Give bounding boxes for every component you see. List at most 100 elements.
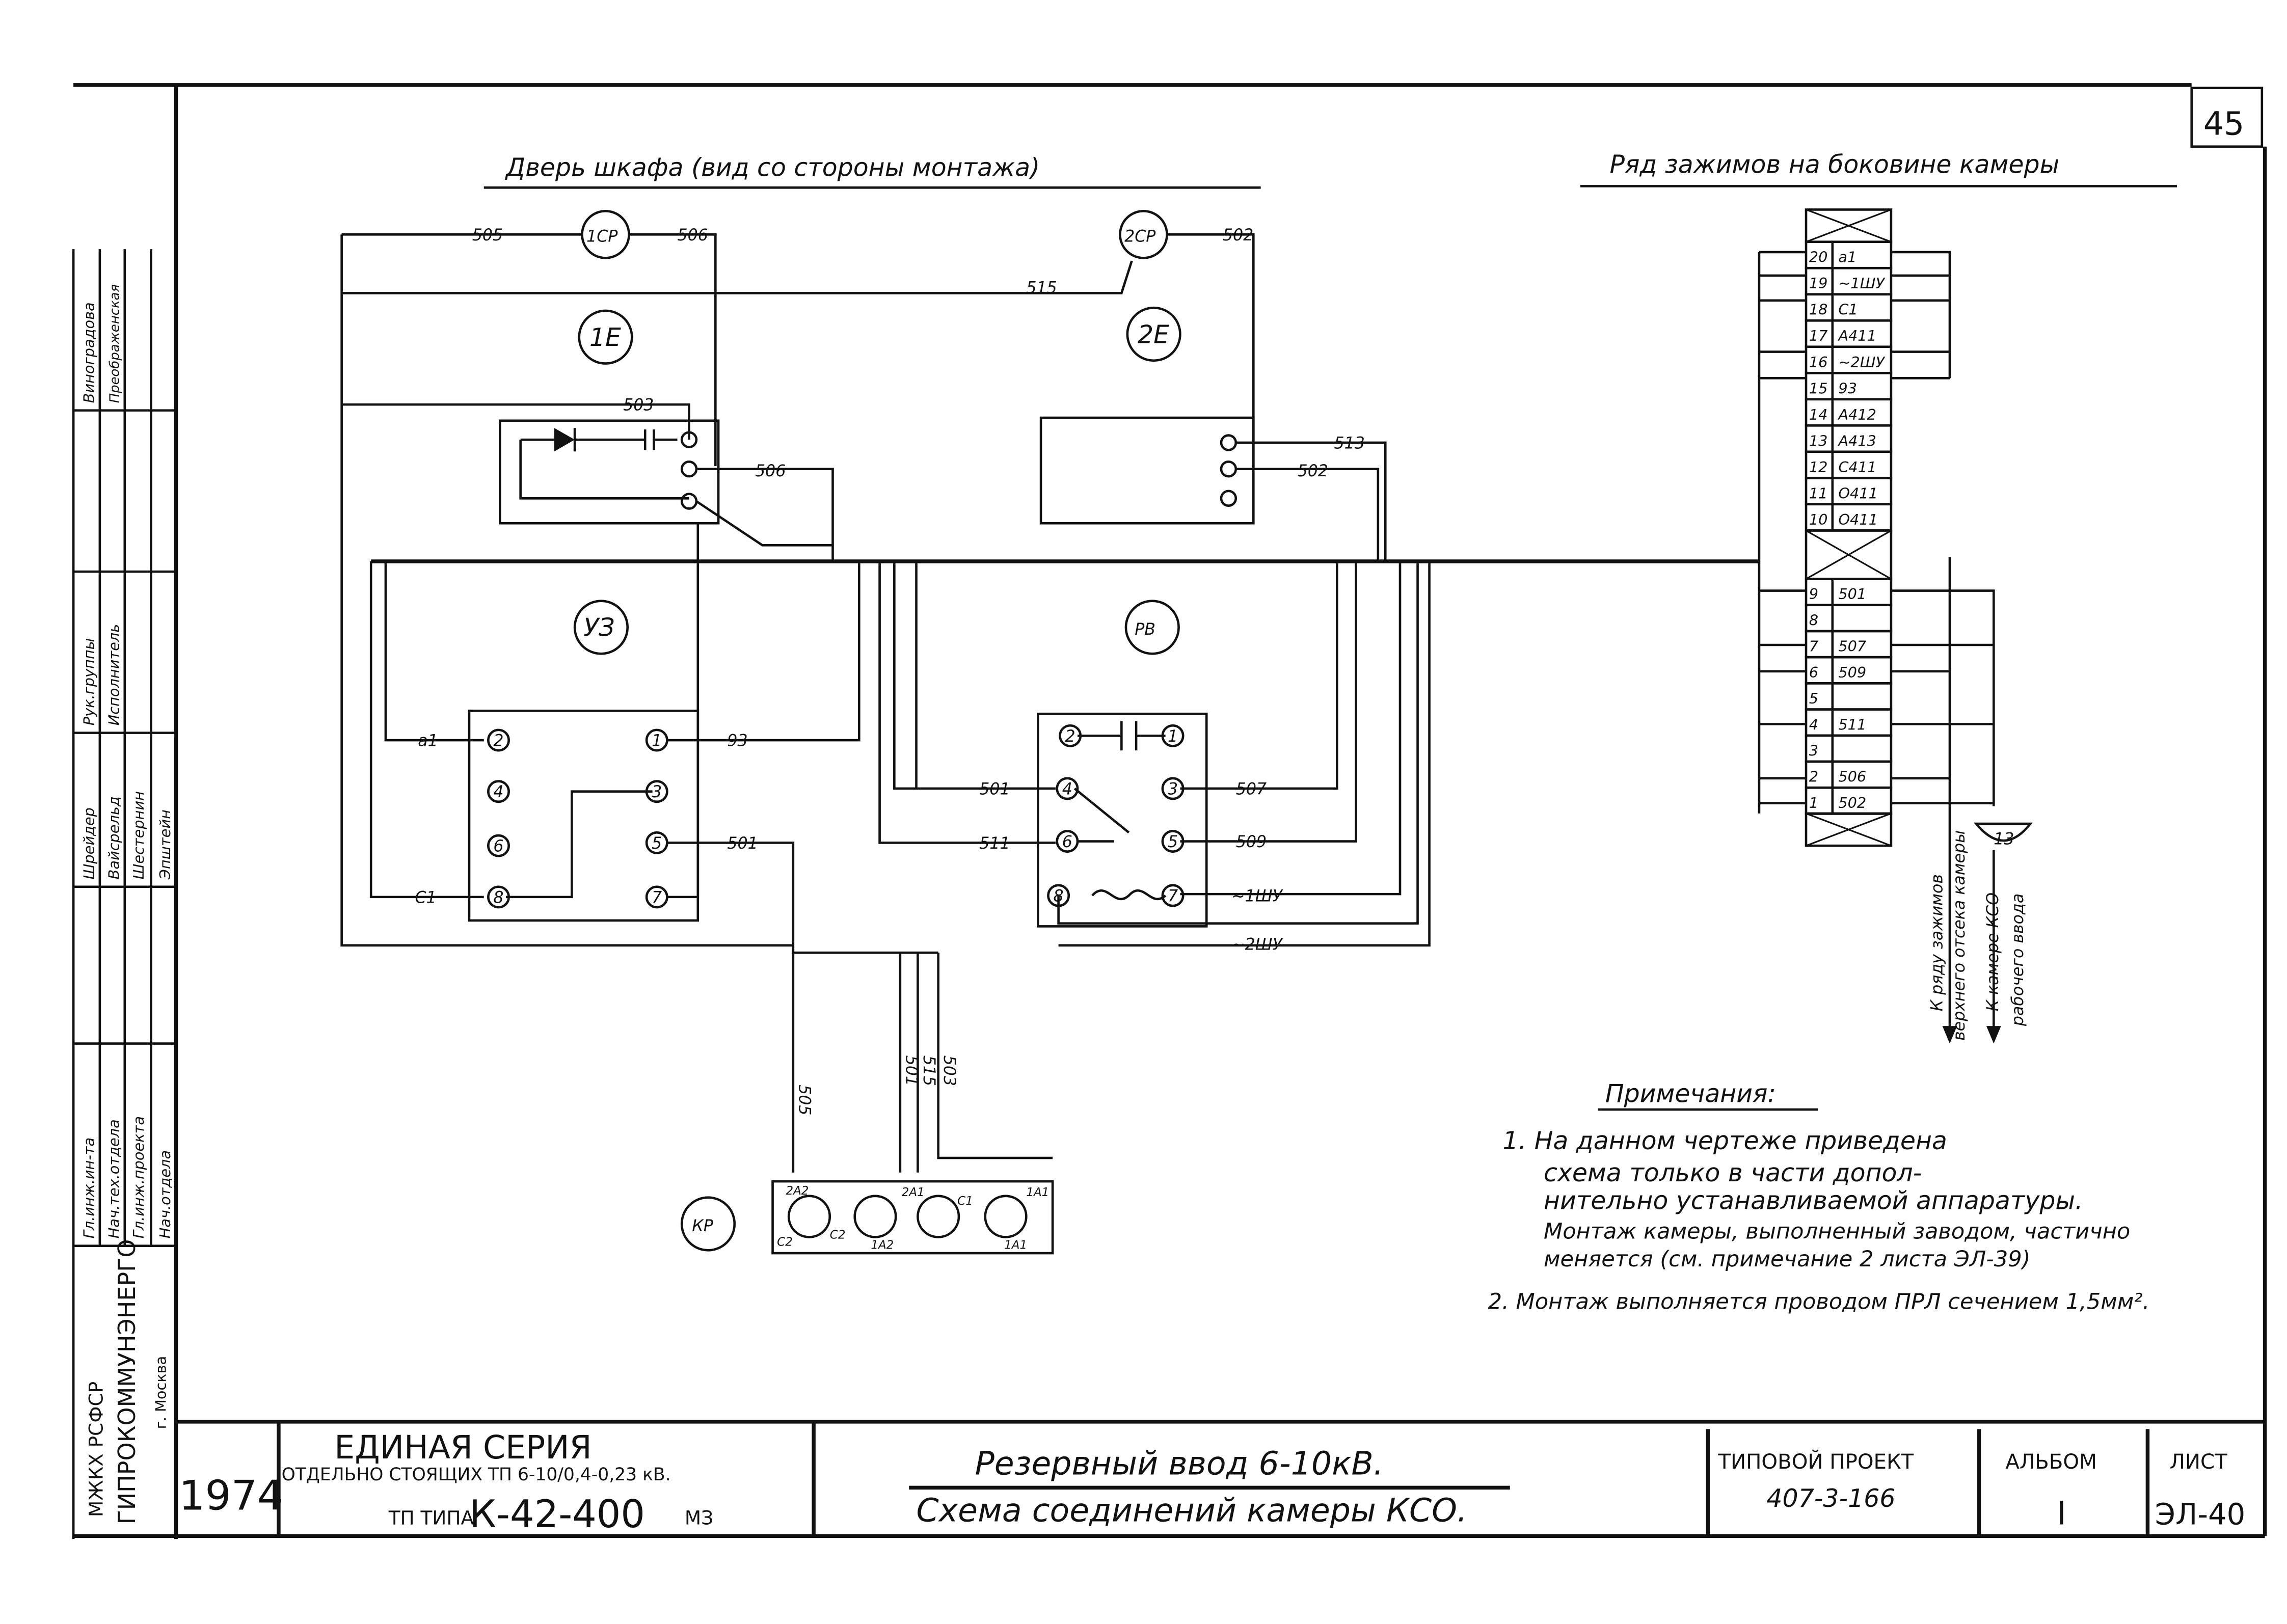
kp-terminal-label: 2А2	[786, 1184, 809, 1198]
u3-terminal-circle	[487, 834, 510, 857]
device-2e: 2Е	[1126, 306, 1181, 362]
svg-text:515: 515	[920, 1055, 938, 1086]
arrow-label-lower: К камере КСО рабочего ввода	[1984, 892, 2027, 1026]
terminal-row: 19~1ШУ	[1805, 266, 1893, 296]
series: ЕДИНАЯ СЕРИЯ	[334, 1428, 591, 1466]
svg-text:2. Монтаж выполняется проводом: 2. Монтаж выполняется проводом ПРЛ сечен…	[1488, 1289, 2150, 1314]
svg-text:502: 502	[1298, 462, 1328, 480]
svg-text:схема только в части допол-: схема только в части допол-	[1544, 1158, 1922, 1187]
u3-terminal-circle	[487, 885, 510, 909]
svg-text:515: 515	[1026, 279, 1057, 297]
terminal-number: 14	[1809, 406, 1828, 423]
svg-text:Вайсрельд: Вайсрельд	[105, 796, 122, 879]
u3-terminal-circle	[645, 780, 668, 803]
device-u3: УЗ	[573, 600, 629, 655]
svg-text:АЛЬБОМ: АЛЬБОМ	[2005, 1450, 2097, 1474]
svg-text:506: 506	[755, 462, 786, 480]
pb-terminal-label: 7	[1168, 887, 1178, 906]
project-number: 407-3-166	[1766, 1484, 1895, 1513]
svg-text:г. Москва: г. Москва	[152, 1356, 169, 1429]
title-block: 1974 ЕДИНАЯ СЕРИЯ ОТДЕЛЬНО СТОЯЩИХ ТП 6-…	[179, 1421, 2245, 1536]
svg-text:Примечания:: Примечания:	[1605, 1079, 1776, 1108]
terminal-row: 5	[1805, 682, 1893, 711]
svg-text:К ряду зажимов: К ряду зажимов	[1928, 874, 1947, 1011]
terminal-row: 8	[1805, 604, 1893, 633]
pb-terminal-label: 3	[1168, 780, 1178, 798]
u3-terminal-label: 3	[652, 783, 662, 801]
svg-text:~2ШУ: ~2ШУ	[1231, 935, 1283, 954]
u3-terminal-label: 7	[652, 888, 662, 907]
u3-terminal-circle	[487, 728, 510, 752]
terminal-label: 507	[1838, 638, 1867, 655]
pb-terminal-circle	[1056, 777, 1079, 800]
ref-13: 13	[1994, 830, 2014, 848]
svg-text:Нач.отдела: Нач.отдела	[156, 1150, 174, 1238]
terminal-number: 17	[1809, 327, 1828, 344]
terminal-label: С411	[1838, 458, 1876, 476]
svg-text:509: 509	[1236, 833, 1267, 851]
door-wiring	[340, 233, 2033, 1255]
terminal-row: 17 А411	[1805, 319, 1893, 348]
svg-text:Виноградова: Виноградова	[80, 302, 97, 403]
svg-text:ГИПРОКОММУНЭНЕРГО: ГИПРОКОММУНЭНЕРГО	[113, 1239, 141, 1525]
terminal-label: А413	[1837, 432, 1876, 449]
svg-text:1. На данном чертеже приведена: 1. На данном чертеже приведена	[1502, 1126, 1947, 1155]
pb-terminal-circle	[1056, 830, 1079, 853]
svg-text:Шрейдер: Шрейдер	[80, 807, 97, 879]
svg-text:КР: КР	[692, 1217, 713, 1235]
u3-terminal-label: 2	[493, 732, 503, 750]
pb-terminal-circle	[1047, 884, 1070, 907]
terminal-number: 3	[1809, 742, 1818, 760]
sheet-code: ЭЛ-40	[2155, 1497, 2245, 1531]
svg-text:1СР: 1СР	[586, 228, 618, 246]
svg-text:93: 93	[727, 732, 747, 750]
svg-text:рабочего ввода: рабочего ввода	[2009, 894, 2027, 1026]
pb-terminal-circle	[1161, 777, 1185, 800]
svg-text:501: 501	[727, 834, 758, 853]
device-pb: РВ	[1124, 600, 1180, 655]
svg-text:К камере КСО: К камере КСО	[1984, 892, 2002, 1011]
svg-text:Гл.инж.ин-та: Гл.инж.ин-та	[80, 1138, 97, 1238]
svg-text:МЗ: МЗ	[685, 1506, 713, 1529]
u3-terminal-label: 5	[652, 834, 662, 853]
u3-terminal-label: 4	[493, 783, 503, 801]
svg-text:ТИПОВОЙ ПРОЕКТ: ТИПОВОЙ ПРОЕКТ	[1717, 1449, 1914, 1474]
terminal-label: А412	[1837, 406, 1876, 423]
svg-text:верхнего отсека камеры: верхнего отсека камеры	[1950, 830, 1969, 1041]
terminal-label: 511	[1838, 716, 1866, 733]
svg-text:501: 501	[902, 1055, 920, 1086]
svg-text:a1: a1	[418, 732, 438, 750]
svg-text:УЗ: УЗ	[583, 613, 614, 642]
svg-text:нительно устанавливаемой аппар: нительно устанавливаемой аппаратуры.	[1544, 1186, 2083, 1215]
terminal-number: 5	[1809, 690, 1818, 707]
series-sub: ОТДЕЛЬНО СТОЯЩИХ ТП 6-10/0,4-0,23 кВ.	[282, 1465, 671, 1485]
tp-type: К-42-400	[469, 1492, 645, 1536]
drawing-title-1: Резервный ввод 6-10кВ.	[975, 1445, 1384, 1482]
kp-terminal-label: 1А2	[871, 1238, 894, 1252]
terminal-label: А411	[1837, 327, 1876, 344]
terminal-label: ~1ШУ	[1838, 275, 1886, 292]
kp-terminal-label: С2	[777, 1236, 793, 1249]
sheet-number: 45	[2203, 105, 2245, 143]
terminal-label: 501	[1838, 585, 1866, 603]
svg-text:513: 513	[1334, 434, 1365, 452]
frame	[73, 83, 2267, 1539]
u3-terminal-label: 8	[493, 888, 503, 907]
pb-terminal-label: 6	[1062, 833, 1072, 851]
svg-text:Нач.тех.отдела: Нач.тех.отдела	[105, 1119, 122, 1238]
terminal-number: 13	[1809, 432, 1828, 449]
terminal-label: О411	[1838, 484, 1878, 502]
terminal-number: 1	[1809, 794, 1818, 811]
terminal-number: 2	[1809, 768, 1818, 786]
svg-text:Шестернин: Шестернин	[130, 791, 147, 879]
device-kp: КР	[680, 1196, 736, 1252]
